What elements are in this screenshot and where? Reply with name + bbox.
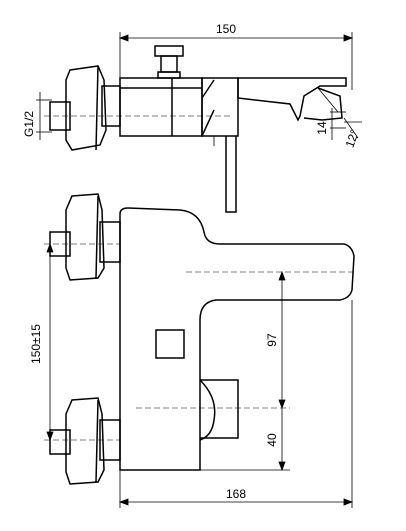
lower-inlet — [49, 429, 71, 455]
outlet-curve — [199, 379, 216, 441]
front-upper-handle — [65, 193, 105, 281]
dim-top-width: 150 — [216, 22, 236, 36]
lower-handle-edge — [95, 399, 99, 483]
top-view — [36, 32, 362, 213]
lever-handle — [225, 136, 237, 213]
handle-edge — [95, 65, 99, 151]
dim-thread-lines — [36, 92, 52, 140]
dim-14-lines — [330, 108, 362, 140]
diverter-cap — [154, 45, 184, 57]
dim-168-lines — [118, 300, 354, 508]
dim-spout-height: 14 — [315, 121, 329, 135]
top-left-handle — [65, 65, 107, 151]
dim-spout-angle: 12° — [343, 128, 362, 150]
spout-detail — [317, 87, 339, 113]
front-lower-handle — [65, 397, 105, 485]
front-body — [119, 207, 355, 471]
dim-thread: G1/2 — [22, 111, 36, 137]
dim-overall-depth: 168 — [226, 487, 246, 501]
dim-40-lines — [200, 408, 290, 472]
dim-inlet-lines — [46, 242, 54, 442]
dim-inlet-to-spout: 97 — [265, 333, 279, 347]
dim-150-lines — [118, 32, 354, 90]
diverter-square — [155, 329, 185, 359]
top-spout — [237, 77, 347, 122]
top-body — [119, 77, 203, 137]
lever-facet — [201, 79, 215, 137]
lever-block — [201, 77, 239, 137]
outlet-block — [200, 379, 239, 439]
dim-inlet-spacing: 150±15 — [29, 324, 43, 364]
upper-handle-edge — [95, 195, 99, 279]
dim-97-lines — [278, 270, 286, 410]
spout-tip — [303, 87, 343, 121]
diverter-base — [157, 71, 181, 79]
front-view — [44, 193, 355, 508]
diverter-stem — [160, 55, 178, 73]
dim-outlet-height: 40 — [265, 433, 279, 447]
